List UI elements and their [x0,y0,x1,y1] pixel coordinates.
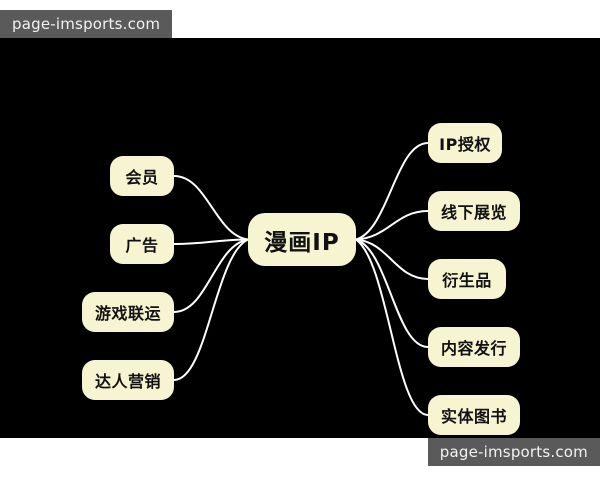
mindmap-background: 漫画IP 会员广告游戏联运达人营销 IP授权线下展览衍生品内容发行实体图书 [0,38,600,438]
edge-left-node [173,238,249,245]
mindmap-leaf-node[interactable]: 实体图书 [428,395,520,435]
mindmap-leaf-node[interactable]: 达人营销 [82,360,174,400]
mindmap-leaf-node[interactable]: 广告 [110,224,174,264]
edge-right-ip [355,142,429,241]
edge-right-node [355,238,429,348]
watermark-bottom: page-imsports.com [427,438,600,466]
mindmap-leaf-node[interactable]: 会员 [110,156,174,196]
edge-left-node [173,175,249,241]
mindmap-leaf-node[interactable]: 内容发行 [428,327,520,367]
edge-right-node [355,238,429,416]
mindmap-leaf-node[interactable]: 线下展览 [428,191,520,231]
edge-left-node [173,238,249,381]
watermark-top: page-imsports.com [0,10,173,38]
edge-right-node [355,210,429,241]
edge-layer [173,142,429,416]
mindmap-center-node[interactable]: 漫画IP [248,213,356,266]
edge-left-node [173,238,249,313]
edge-right-node [355,238,429,280]
mindmap-leaf-node[interactable]: 游戏联运 [82,292,174,332]
mindmap-leaf-ip[interactable]: IP授权 [428,123,502,163]
mindmap-leaf-node[interactable]: 衍生品 [428,259,506,299]
